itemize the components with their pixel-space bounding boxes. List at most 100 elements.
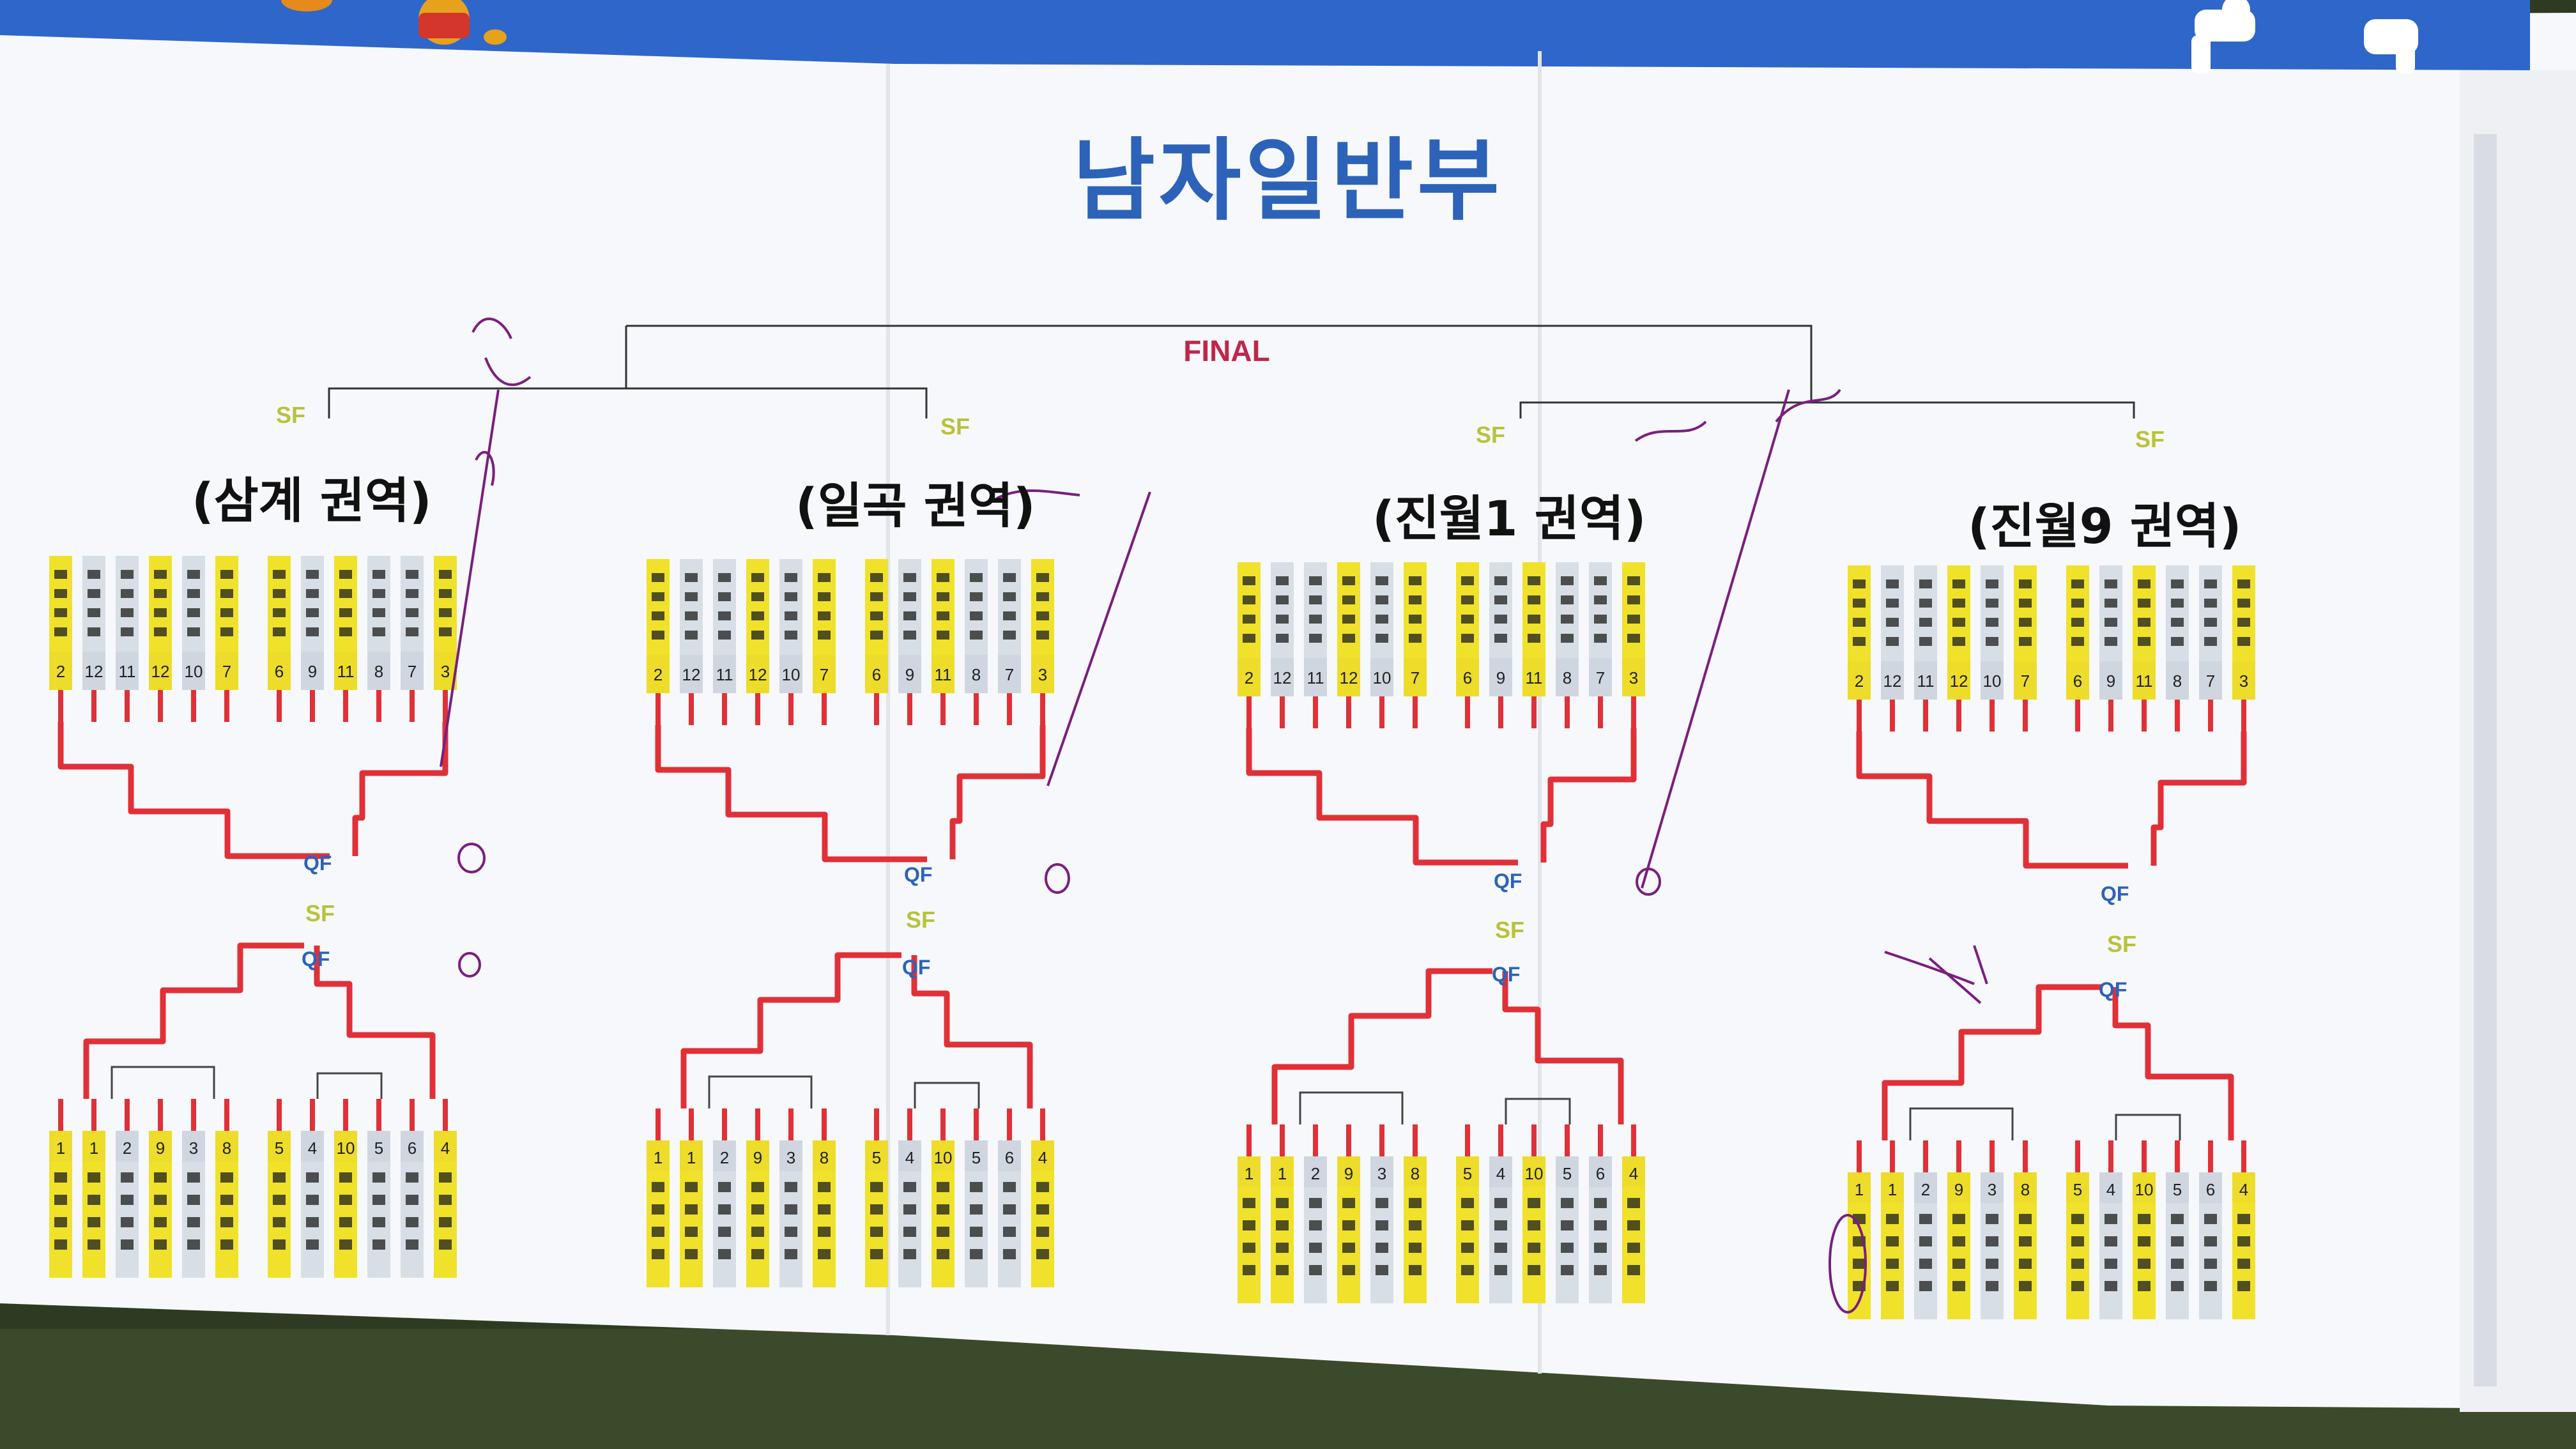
bracket-slot-bottom: 6 xyxy=(998,1140,1021,1287)
slot-number: 9 xyxy=(308,662,317,681)
bracket-slot-top: 12 xyxy=(1271,562,1294,696)
bracket-slot-bottom: 1 xyxy=(1271,1156,1294,1303)
slot-number: 9 xyxy=(2106,671,2115,691)
slot-number: 11 xyxy=(1526,668,1543,687)
qf-label-7: QF xyxy=(2101,882,2129,905)
slot-number: 3 xyxy=(2239,671,2248,691)
bracket-slot-bottom: 2 xyxy=(1304,1156,1327,1303)
bracket-slot-top: 3 xyxy=(2232,565,2255,700)
bracket-slot-top: 7 xyxy=(1404,562,1427,696)
slot-number: 1 xyxy=(654,1148,663,1167)
slot-number: 12 xyxy=(151,662,170,681)
bracket-slot-top: 9 xyxy=(898,559,921,693)
slot-number: 10 xyxy=(1983,671,2002,691)
slot-number: 10 xyxy=(934,1148,953,1167)
slot-number: 2 xyxy=(1921,1180,1930,1199)
slot-number: 12 xyxy=(682,665,701,684)
slot-number: 4 xyxy=(441,1138,450,1158)
slot-number: 3 xyxy=(189,1138,198,1158)
bracket-slot-bottom: 10 xyxy=(2133,1172,2156,1319)
sf-label-6: SF xyxy=(906,907,935,933)
winner-path xyxy=(57,722,330,859)
bracket-slot-bottom: 1 xyxy=(49,1131,72,1278)
bracket-slot-bottom: 5 xyxy=(268,1131,291,1278)
slot-number: 6 xyxy=(408,1138,417,1158)
slot-number: 8 xyxy=(2021,1180,2030,1199)
slot-number: 9 xyxy=(156,1138,165,1158)
slot-number: 6 xyxy=(1005,1148,1014,1167)
slot-number: 3 xyxy=(441,662,450,681)
bracket-slot-bottom: 6 xyxy=(401,1131,424,1278)
bracket-slot-bottom: 8 xyxy=(1404,1156,1427,1303)
runner-silhouette-icon xyxy=(2191,0,2418,73)
slot-number: 5 xyxy=(872,1148,881,1167)
slot-number: 11 xyxy=(337,662,355,681)
mascot-figure-icon xyxy=(281,0,507,45)
slot-number: 9 xyxy=(1496,668,1505,687)
slot-number: 2 xyxy=(1855,671,1864,691)
slot-number: 10 xyxy=(1373,668,1392,687)
slot-number: 5 xyxy=(275,1138,284,1158)
bracket-slot-top: 11 xyxy=(931,559,954,693)
slot-number: 4 xyxy=(308,1138,317,1158)
bracket-slot-bottom: 2 xyxy=(713,1140,736,1287)
qf-label-1: QF xyxy=(303,852,332,875)
slot-number: 10 xyxy=(185,662,203,681)
region-label-ilgok: (일곡 권역) xyxy=(795,477,1036,534)
bracket-slot-top: 11 xyxy=(334,556,357,690)
slot-number: 1 xyxy=(1278,1164,1287,1183)
slot-number: 2 xyxy=(123,1138,132,1158)
bracket-slot-top: 11 xyxy=(1304,562,1327,696)
bracket-slot-top: 11 xyxy=(2133,565,2156,700)
slot-number: 11 xyxy=(935,665,952,684)
bracket-slot-bottom: 3 xyxy=(182,1131,205,1278)
bracket-slot-bottom: 4 xyxy=(898,1140,921,1287)
bracket-slot-bottom: 2 xyxy=(116,1131,139,1278)
bracket-slot-bottom: 10 xyxy=(334,1131,357,1278)
bracket-slot-bottom: 1 xyxy=(1238,1156,1261,1303)
sf-label-5: SF xyxy=(305,900,335,926)
bracket-slot-bottom: 4 xyxy=(2099,1172,2122,1319)
slot-number: 1 xyxy=(687,1148,696,1167)
slot-number: 7 xyxy=(1411,668,1420,687)
slot-number: 1 xyxy=(1888,1180,1897,1199)
bracket-slot-top: 10 xyxy=(1370,562,1393,696)
poster-title: 남자일반부 xyxy=(1072,129,1503,233)
bracket-slot-bottom: 2 xyxy=(1914,1172,1937,1319)
region-label-samgye: (삼계 권역) xyxy=(192,472,432,529)
winner-path xyxy=(1502,971,1624,1124)
bracket-slot-top: 12 xyxy=(149,556,172,690)
bracket-slot-top: 7 xyxy=(2014,565,2037,700)
winner-path xyxy=(2112,987,2234,1140)
slot-number: 8 xyxy=(1563,668,1572,687)
bracket-slot-bottom: 4 xyxy=(2232,1172,2255,1319)
bracket-slot-top: 11 xyxy=(713,559,736,693)
qf-label-3: QF xyxy=(904,863,932,886)
slot-number: 8 xyxy=(374,662,383,681)
bracket-slot-top: 12 xyxy=(680,559,703,693)
slot-number: 2 xyxy=(1311,1164,1320,1183)
bracket-slot-top: 8 xyxy=(1556,562,1579,696)
slot-number: 8 xyxy=(1411,1164,1420,1183)
slot-number: 11 xyxy=(1917,671,1935,691)
bracket-slot-bottom: 8 xyxy=(813,1140,836,1287)
slot-number: 11 xyxy=(119,662,136,681)
region-label-jinwol1: (진월1 권역) xyxy=(1372,490,1646,547)
bracket-slot-top: 12 xyxy=(1337,562,1360,696)
bracket-slot-top: 8 xyxy=(367,556,390,690)
slot-number: 7 xyxy=(2021,671,2030,691)
region-label-jinwol9: (진월9 권역) xyxy=(1968,498,2242,555)
bracket-slot-top: 7 xyxy=(401,556,424,690)
sf-label-4: SF xyxy=(2135,426,2165,452)
slot-number: 9 xyxy=(1954,1180,1963,1199)
bracket-slot-top: 11 xyxy=(1914,565,1937,700)
winner-path xyxy=(911,955,1033,1108)
slot-number: 5 xyxy=(2173,1180,2182,1199)
winner-path xyxy=(680,952,901,1108)
slot-number: 11 xyxy=(1307,668,1324,687)
slot-number: 5 xyxy=(972,1148,981,1167)
qf-label-8: QF xyxy=(2099,978,2127,1001)
slot-number: 3 xyxy=(1377,1164,1386,1183)
slot-number: 1 xyxy=(1245,1164,1254,1183)
